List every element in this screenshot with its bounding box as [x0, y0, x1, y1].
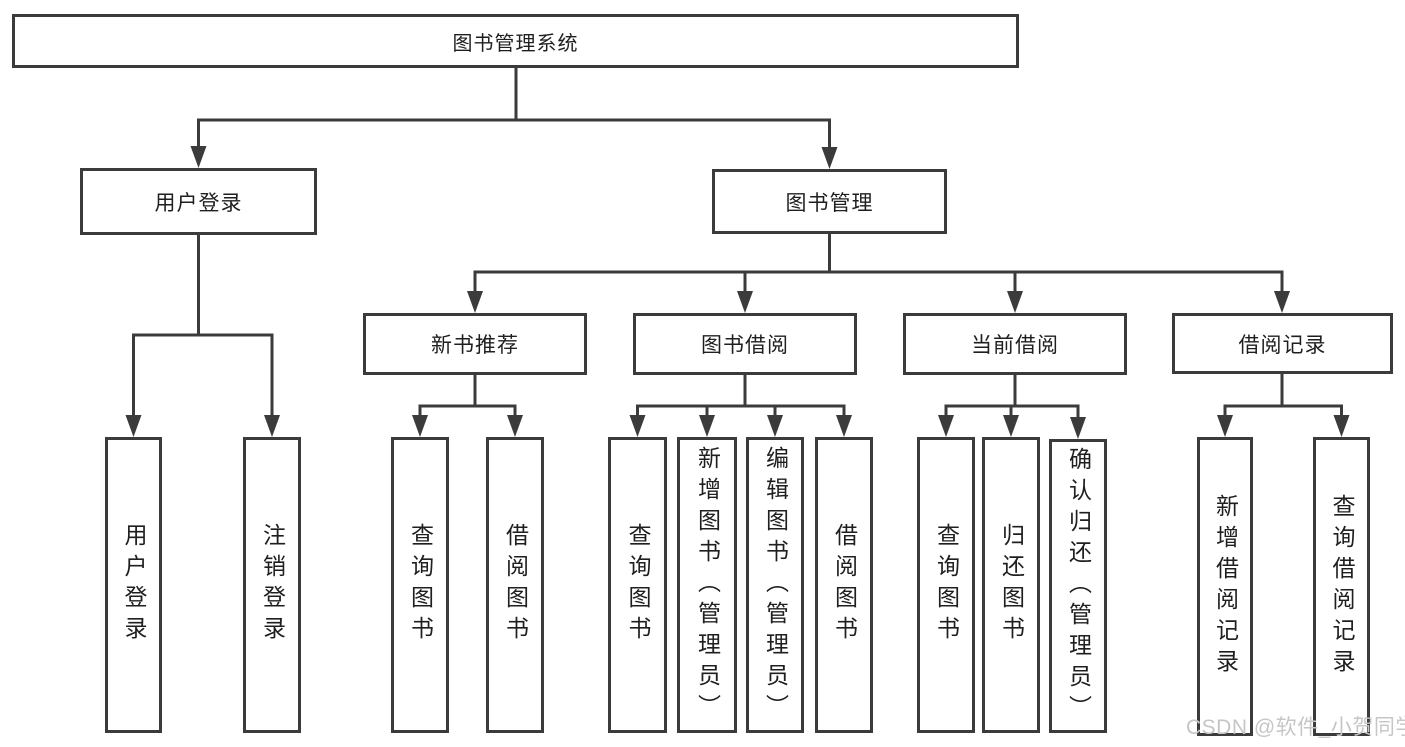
leaf-logout: 注销登录 — [243, 437, 301, 733]
node-new-book-recommendation: 新书推荐 — [363, 313, 587, 375]
arrowhead-leaf — [1333, 415, 1350, 437]
leaf-add-book-admin: 新增图书（管理员） — [677, 437, 737, 733]
arrowhead-leaf — [412, 415, 428, 437]
arrowhead-leaf — [699, 415, 715, 437]
arrowhead-leaf-logout — [264, 415, 280, 437]
leaf-query-book-current: 查询图书 — [917, 437, 975, 733]
node-book-borrowing: 图书借阅 — [633, 313, 857, 375]
arrowhead-leaf — [629, 415, 646, 437]
arrowhead-leaf — [507, 415, 523, 437]
leaf-query-book-borrow: 查询图书 — [608, 437, 667, 733]
leaf-query-book-newrec: 查询图书 — [391, 437, 449, 733]
node-book-management: 图书管理 — [712, 169, 947, 234]
arrowhead-bookmgmt — [821, 147, 838, 169]
node-borrowing-records: 借阅记录 — [1172, 313, 1393, 374]
leaf-borrow-book-newrec: 借阅图书 — [486, 437, 544, 733]
arrowhead-newbookrec — [467, 291, 483, 313]
arrowhead-leaf — [767, 415, 783, 437]
node-current-borrowing: 当前借阅 — [903, 313, 1127, 375]
leaf-query-borrow-record: 查询借阅记录 — [1313, 437, 1370, 736]
leaf-user-login: 用户登录 — [105, 437, 162, 733]
arrowhead-leaf — [938, 415, 954, 437]
csdn-watermark: CSDN @软件_小贺同学 — [1186, 716, 1405, 739]
node-user-login: 用户登录 — [80, 168, 317, 235]
leaf-add-borrow-record: 新增借阅记录 — [1197, 437, 1253, 736]
leaf-confirm-return-admin: 确认归还（管理员） — [1049, 439, 1107, 733]
node-root: 图书管理系统 — [12, 14, 1019, 68]
arrowhead-leaf — [1003, 415, 1019, 437]
leaf-edit-book-admin: 编辑图书（管理员） — [746, 437, 804, 733]
arrowhead-leaf — [836, 415, 852, 437]
leaf-borrow-book-borrow: 借阅图书 — [815, 437, 873, 733]
arrowhead-leaf — [1217, 415, 1233, 437]
arrowhead-bookborrow — [737, 291, 753, 313]
arrowhead-userlogin — [190, 146, 207, 168]
arrowhead-leaf-userlogin — [125, 415, 142, 437]
arrowhead-currentborrow — [1007, 291, 1023, 313]
leaf-return-book: 归还图书 — [982, 437, 1040, 733]
arrowhead-leaf — [1070, 417, 1086, 439]
arrowhead-borrowrecords — [1274, 291, 1290, 313]
